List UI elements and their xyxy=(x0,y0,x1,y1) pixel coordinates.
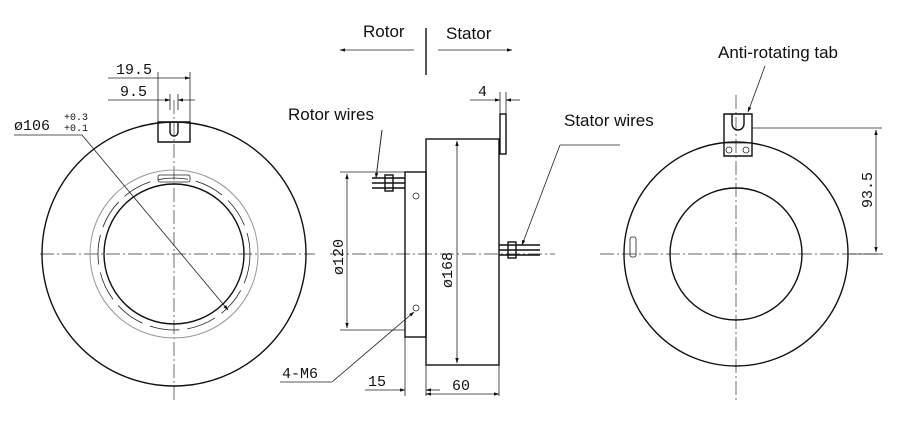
dim-19-5: 19.5 xyxy=(116,62,152,79)
anti-rotating-tab-label: Anti-rotating tab xyxy=(718,43,838,62)
inner-ring-outer xyxy=(89,169,259,339)
stator-label: Stator xyxy=(446,24,492,43)
dim-bore-tol-lower: +0.1 xyxy=(64,124,88,135)
dim-60: 60 xyxy=(452,378,470,395)
inner-ring-inner xyxy=(103,183,245,325)
stator-wires xyxy=(499,241,540,259)
stator-wires-label: Stator wires xyxy=(564,111,654,130)
dim-bore-tol-upper: +0.3 xyxy=(64,113,88,124)
side-view: Rotor Stator Rotor wires xyxy=(280,22,654,396)
rotor-label: Rotor xyxy=(363,22,405,41)
stator-bore xyxy=(669,187,803,321)
stator-tab xyxy=(499,113,507,155)
anti-rotation-tab-right xyxy=(723,113,753,157)
dim-holes: 4-M6 xyxy=(282,366,318,383)
dim-93-5: 93.5 xyxy=(860,172,877,208)
dim-120: ø120 xyxy=(331,239,348,275)
anti-rotation-tab-left xyxy=(157,121,191,143)
rotor-wires-label: Rotor wires xyxy=(288,105,374,124)
dim-bore: ø106 xyxy=(14,118,50,135)
rotor-flange xyxy=(404,171,427,338)
dim-9-5: 9.5 xyxy=(120,84,147,101)
stator-body xyxy=(425,138,500,366)
rotor-wires xyxy=(372,174,405,192)
stator-outer xyxy=(623,141,849,367)
right-view: Anti-rotating tab 93.5 xyxy=(600,43,885,400)
left-view: 19.5 9.5 ø106 +0.3 +0.1 xyxy=(14,62,315,400)
dim-168: ø168 xyxy=(440,252,457,288)
connector-marks xyxy=(629,236,637,258)
label-plate xyxy=(157,174,191,183)
dim-15: 15 xyxy=(368,374,386,391)
dim-4: 4 xyxy=(478,84,487,101)
